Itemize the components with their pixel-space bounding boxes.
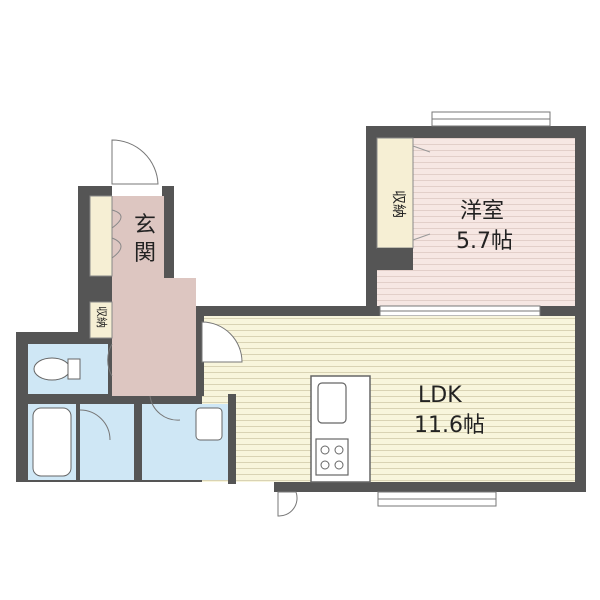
bedroom-storage-label: 収納 <box>390 190 406 218</box>
hall-closet <box>89 301 113 339</box>
washroom <box>80 404 134 480</box>
wash-basin <box>195 407 223 441</box>
shoe-closet <box>89 195 113 277</box>
entrance-label-char1: 玄 <box>134 213 156 238</box>
western-room-size: 5.7帖 <box>456 229 513 254</box>
service-door[interactable] <box>277 491 298 517</box>
ldk-floor <box>202 316 575 482</box>
toilet-door[interactable] <box>107 343 113 377</box>
front-door[interactable] <box>111 139 159 185</box>
entrance-floor <box>112 196 164 278</box>
entrance-label-char2: 関 <box>134 241 156 266</box>
washroom-door[interactable] <box>149 395 181 421</box>
front-door-gap <box>112 184 162 196</box>
ldk-name: LDK <box>418 383 462 408</box>
stove <box>315 438 349 476</box>
bath-wall <box>76 404 80 480</box>
western-room-name: 洋室 <box>460 199 504 224</box>
bath-door[interactable] <box>79 409 111 441</box>
bathtub <box>32 407 72 477</box>
ldk-door[interactable] <box>201 321 243 363</box>
toilet-bowl <box>33 357 71 381</box>
bedroom-inner-wall <box>377 248 413 270</box>
hallway-floor <box>112 278 196 396</box>
kitchen-sink <box>317 382 347 424</box>
hall-storage-label: 収納 <box>95 306 108 328</box>
ldk-side-wall <box>196 316 204 396</box>
ldk-lower-wall <box>228 394 236 484</box>
bedroom-closet <box>376 137 414 249</box>
ldk-size: 11.6帖 <box>414 413 485 438</box>
